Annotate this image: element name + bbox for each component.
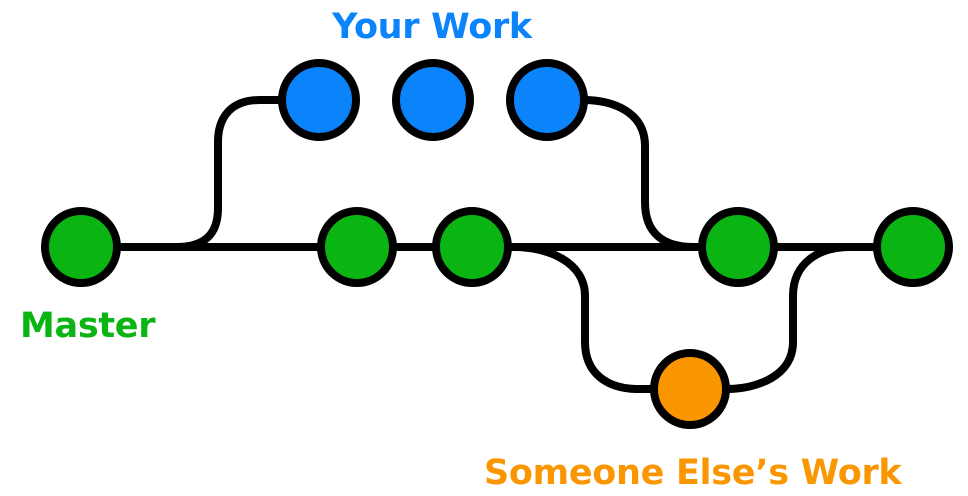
- branch-label-someone-else: Someone Else’s Work: [484, 453, 902, 493]
- commit-node-master-commit-2[interactable]: [317, 207, 397, 287]
- commit-node-master-commit-5[interactable]: [698, 207, 778, 287]
- edge-branch-out-your-work: [172, 96, 288, 251]
- commit-node-master-commit-1[interactable]: [41, 207, 121, 287]
- commits-layer: [41, 59, 953, 429]
- edge-merge-in-your-work: [579, 96, 707, 251]
- commit-node-your-work-commit-2[interactable]: [392, 59, 474, 141]
- edge-branch-out-someone-else: [510, 243, 658, 393]
- branch-label-your-work: Your Work: [331, 7, 533, 47]
- commit-node-someone-else-commit-1[interactable]: [650, 349, 730, 429]
- commit-node-your-work-commit-1[interactable]: [278, 59, 360, 141]
- edge-merge-in-someone-else: [722, 243, 882, 393]
- commit-node-your-work-commit-3[interactable]: [506, 59, 588, 141]
- branch-label-master: Master: [20, 306, 156, 346]
- commit-node-master-commit-6[interactable]: [873, 207, 953, 287]
- commit-node-master-commit-3[interactable]: [432, 207, 512, 287]
